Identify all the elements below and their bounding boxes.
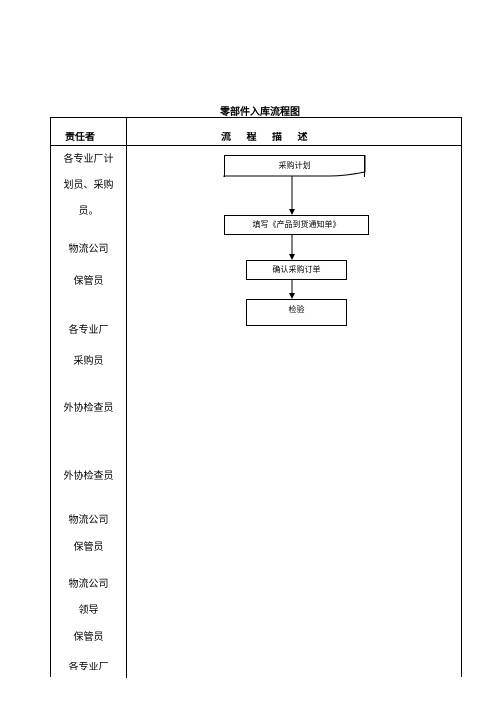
responsible-line: 保管员 bbox=[73, 276, 104, 287]
page-title: 零部件入库流程图 bbox=[220, 107, 300, 118]
responsible-line: 各专业厂计 bbox=[63, 154, 114, 165]
responsible-line: 保管员 bbox=[73, 542, 104, 553]
flow-step-inspection: 检验 bbox=[246, 299, 347, 326]
arrow-head bbox=[289, 209, 295, 215]
header-char: 程 bbox=[246, 132, 257, 143]
responsible-line: 物流公司 bbox=[68, 244, 109, 255]
header-char: 述 bbox=[297, 132, 308, 143]
header-responsible: 责任者 bbox=[65, 132, 95, 143]
document-shape-bottom bbox=[223, 155, 366, 177]
header-divider bbox=[51, 145, 461, 146]
flow-step-arrival-notice: 填写《产品到货通知单》 bbox=[224, 215, 369, 235]
header-char: 流 bbox=[221, 132, 231, 143]
responsible-line: 保管员 bbox=[73, 632, 104, 643]
header-char: 描 bbox=[271, 132, 282, 143]
responsible-line: 各专业厂 bbox=[68, 662, 109, 670]
responsible-line: 外协检查员 bbox=[63, 471, 114, 482]
responsible-line: 各专业厂 bbox=[68, 325, 109, 336]
flow-table: 责任者 流 程 描 述 各专业厂计 划员、采购 员。 物流公司 保管员 各专业厂… bbox=[50, 117, 462, 678]
responsible-line: 外协检查员 bbox=[63, 403, 114, 414]
flow-step-confirm-order: 确认采购订单 bbox=[246, 260, 347, 280]
responsible-line: 采购员 bbox=[73, 356, 104, 367]
responsible-line: 物流公司 bbox=[68, 579, 109, 590]
arrow-head bbox=[289, 254, 295, 260]
arrow-head bbox=[289, 293, 295, 299]
column-divider bbox=[126, 118, 127, 678]
responsible-line: 划员、采购 bbox=[63, 180, 114, 191]
responsible-line: 物流公司 bbox=[68, 515, 109, 526]
responsible-line: 员。 bbox=[78, 206, 99, 217]
responsible-line: 领导 bbox=[78, 605, 99, 616]
header-process-description: 流 程 描 述 bbox=[221, 132, 331, 144]
